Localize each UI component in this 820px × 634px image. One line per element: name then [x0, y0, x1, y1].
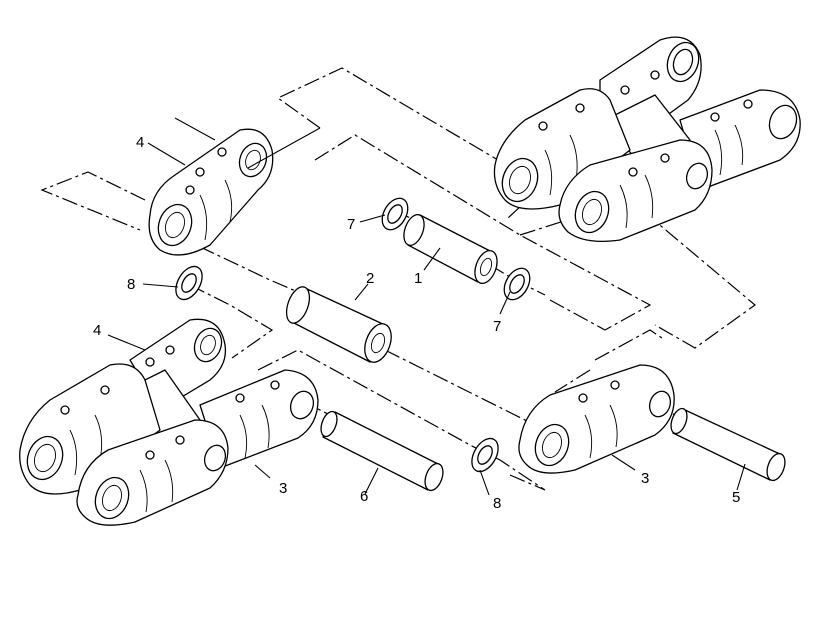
guide-line-main-axis: [174, 234, 306, 296]
callout-link-3-lower-right: 3: [641, 470, 649, 487]
callout-pin-1: 1: [414, 270, 422, 287]
guide-line-middle-frame: [314, 134, 652, 331]
guide-line-top-frame: [276, 67, 539, 219]
callout-washer-7-lower: 7: [493, 318, 501, 335]
callout-washer-8-lower: 8: [493, 495, 501, 512]
callout-washer-8-upper: 8: [127, 276, 135, 293]
link-upper-left: [148, 128, 274, 256]
callout-leader-lines: [107, 117, 746, 496]
pin-6: [320, 410, 444, 492]
washer-7-upper: [381, 197, 409, 231]
callout-link-3-lower-left: 3: [279, 480, 287, 497]
guide-line-washer8-upper: [189, 284, 274, 359]
washer-7-lower: [503, 267, 531, 301]
callout-pin-6: 6: [360, 488, 368, 505]
washer-8-upper: [175, 265, 203, 301]
callout-link-4-upper: 4: [136, 134, 144, 151]
link-assembly-lower-left: [19, 318, 319, 526]
callout-bushing-2: 2: [366, 270, 374, 287]
callout-pin-5: 5: [732, 489, 740, 506]
guide-line-lower-right-b: [554, 369, 591, 393]
bushing-2: [285, 286, 392, 363]
callout-washer-7-upper: 7: [347, 216, 355, 233]
guide-line-left-frame: [40, 171, 146, 231]
callout-labels: 4 7 1 2 8 7 4 3 6 8 3 5: [93, 134, 740, 512]
guide-line-main-axis-b: [384, 349, 586, 451]
callout-link-4-lower: 4: [93, 322, 101, 339]
guide-line-lower-right: [594, 329, 666, 361]
pin-5: [670, 407, 786, 482]
link-lower-right: [518, 364, 675, 474]
link-assembly-upper-right: [493, 36, 801, 243]
washer-8-lower: [471, 437, 499, 473]
pin-1: [403, 214, 498, 284]
